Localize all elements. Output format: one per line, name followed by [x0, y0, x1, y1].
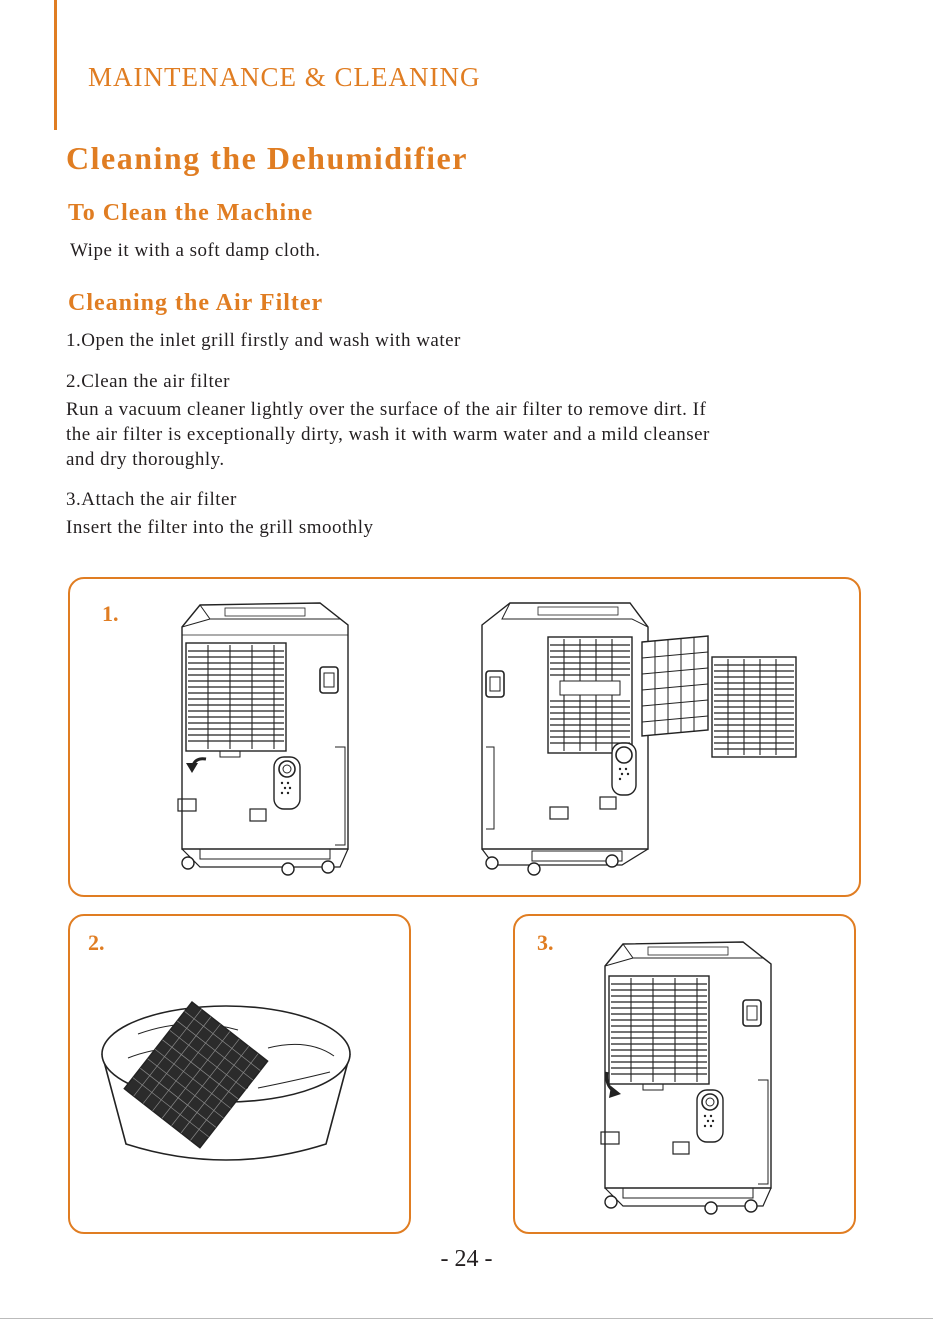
step3-title: 3.Attach the air filter: [66, 489, 237, 510]
figure-label-3: 3.: [537, 930, 554, 955]
page-title: Cleaning the Dehumidifier: [66, 140, 468, 176]
washing-basin-illustration: [101, 1001, 351, 1161]
machine-instruction: Wipe it with a soft damp cloth.: [70, 240, 321, 261]
step2-line-3: and dry thoroughly.: [66, 449, 225, 470]
accent-bar: [54, 0, 57, 130]
step2-line-1: Run a vacuum cleaner lightly over the su…: [66, 399, 707, 420]
dehumidifier-front-illustration: [177, 602, 349, 876]
bottom-divider: [0, 1318, 933, 1319]
figure-label-1: 1.: [102, 601, 119, 626]
page-number: - 24 -: [440, 1246, 493, 1272]
figure-panel-1: 1.: [68, 577, 861, 897]
step1-text: 1.Open the inlet grill firstly and wash …: [66, 330, 461, 351]
step2-line-2: the air filter is exceptionally dirty, w…: [66, 424, 710, 445]
step3-text: Insert the filter into the grill smoothl…: [66, 517, 374, 538]
section-header: MAINTENANCE & CLEANING: [88, 62, 481, 92]
heading-clean-filter: Cleaning the Air Filter: [68, 290, 324, 316]
figure-label-2: 2.: [88, 930, 105, 955]
figure-panel-2: 2.: [68, 914, 411, 1234]
heading-clean-machine: To Clean the Machine: [68, 200, 314, 226]
step2-title: 2.Clean the air filter: [66, 371, 230, 392]
dehumidifier-attach-filter-illustration: [600, 941, 772, 1215]
dehumidifier-grill-removed-illustration: [481, 602, 649, 876]
removed-inlet-grill-illustration: [711, 656, 797, 758]
figure-panel-3: 3.: [513, 914, 856, 1234]
removed-filter-mesh-illustration: [641, 635, 709, 737]
